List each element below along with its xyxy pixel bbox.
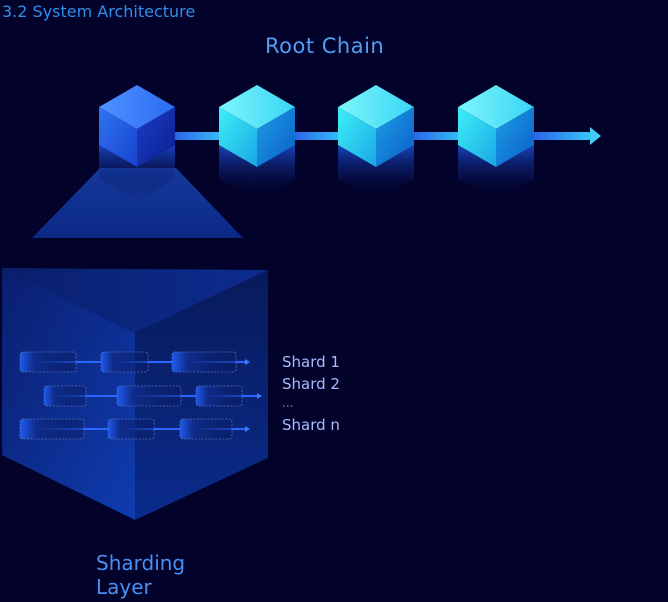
root-chain-title: Root Chain bbox=[265, 34, 385, 58]
chain-link-2 bbox=[287, 132, 346, 140]
shard-block bbox=[107, 418, 155, 440]
shard-block bbox=[116, 385, 182, 407]
chain-link-1 bbox=[167, 132, 227, 140]
block-left-face bbox=[99, 107, 137, 167]
block-left-face bbox=[458, 107, 496, 167]
shard-chain-arrow bbox=[257, 393, 262, 399]
shard-block bbox=[19, 418, 85, 440]
shard-block bbox=[179, 418, 233, 440]
block-reflection bbox=[458, 145, 534, 201]
block-reflection bbox=[99, 145, 175, 201]
shard-block bbox=[171, 351, 237, 373]
chain-link-3 bbox=[406, 132, 466, 140]
shard-chain-2 bbox=[43, 385, 262, 407]
block-right-face bbox=[257, 107, 295, 167]
shard-chain-1 bbox=[19, 351, 250, 373]
chain-arrowhead bbox=[590, 127, 601, 145]
shard-chain-3 bbox=[19, 418, 250, 440]
shard-n-label: Shard n bbox=[282, 416, 340, 434]
chain-block-2 bbox=[219, 85, 295, 201]
root-chain bbox=[99, 85, 592, 201]
block-left-face bbox=[219, 107, 257, 167]
sharding-layer-label: Sharding Layer bbox=[96, 551, 186, 599]
chain-block-4 bbox=[458, 85, 534, 201]
block-right-face bbox=[496, 107, 534, 167]
shard-chain-arrow bbox=[245, 426, 250, 432]
block-right-face bbox=[376, 107, 414, 167]
shard-block bbox=[19, 351, 77, 373]
chain-link-4 bbox=[526, 132, 592, 140]
chain-block-1 bbox=[99, 85, 175, 201]
shard-ellipsis-label: ... bbox=[282, 396, 294, 410]
block-right-face bbox=[137, 107, 175, 167]
block-reflection bbox=[219, 145, 295, 201]
shard-block bbox=[43, 385, 87, 407]
shard-block bbox=[100, 351, 149, 373]
chain-block-3 bbox=[338, 85, 414, 201]
block-reflection bbox=[338, 145, 414, 201]
projection-beam bbox=[32, 168, 243, 238]
block-left-face bbox=[338, 107, 376, 167]
shard-2-label: Shard 2 bbox=[282, 375, 340, 393]
shard-block bbox=[195, 385, 243, 407]
shard-chain-arrow bbox=[245, 359, 250, 365]
shard-1-label: Shard 1 bbox=[282, 353, 340, 371]
shard-rows bbox=[19, 351, 262, 440]
section-heading: 3.2 System Architecture bbox=[2, 2, 196, 21]
layer-box-top bbox=[2, 268, 268, 333]
